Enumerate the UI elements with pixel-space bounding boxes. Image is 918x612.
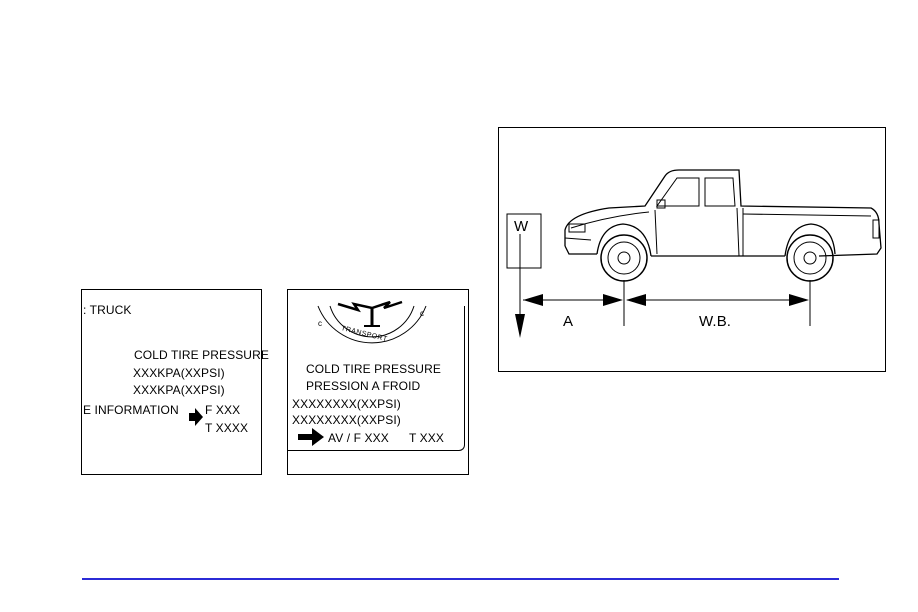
placard-pressure-2: XXXKPA(XXPSI) xyxy=(133,383,225,397)
arrow-right-icon xyxy=(187,408,207,428)
tire-placard-truck: : TRUCK COLD TIRE PRESSURE XXXKPA(XXPSI)… xyxy=(81,289,262,475)
arrow-right-icon xyxy=(296,428,328,448)
placard-info: E INFORMATION xyxy=(83,403,179,417)
placard-pressure-1: XXXXXXXX(XXPSI) xyxy=(292,397,401,411)
placard-heading-en: COLD TIRE PRESSURE xyxy=(306,362,441,376)
placard-pressure-2: XXXXXXXX(XXPSI) xyxy=(292,413,401,427)
placard-heading-fr: PRESSION A FROID xyxy=(306,379,420,393)
weight-label: W xyxy=(514,219,528,235)
placard-front: F XXX xyxy=(205,403,240,417)
dimension-a-label: A xyxy=(563,314,573,330)
wheelbase-diagram: W A W.B. xyxy=(498,127,886,372)
placard-pressure-1: XXXKPA(XXPSI) xyxy=(133,366,225,380)
placard-rear: T XXXX xyxy=(205,421,248,435)
tire-placard-bilingual: c c TRANSPORT COLD TIRE PRESSURE PRESSIO… xyxy=(287,289,469,475)
dimension-wheelbase-label: W.B. xyxy=(699,314,731,330)
pickup-truck-illustration xyxy=(499,128,887,373)
placard-title: : TRUCK xyxy=(83,303,131,317)
placard-front: AV / F XXX xyxy=(328,431,389,445)
footer-rule xyxy=(82,578,839,580)
placard-heading: COLD TIRE PRESSURE xyxy=(134,348,269,362)
placard-rear: T XXX xyxy=(409,431,444,445)
